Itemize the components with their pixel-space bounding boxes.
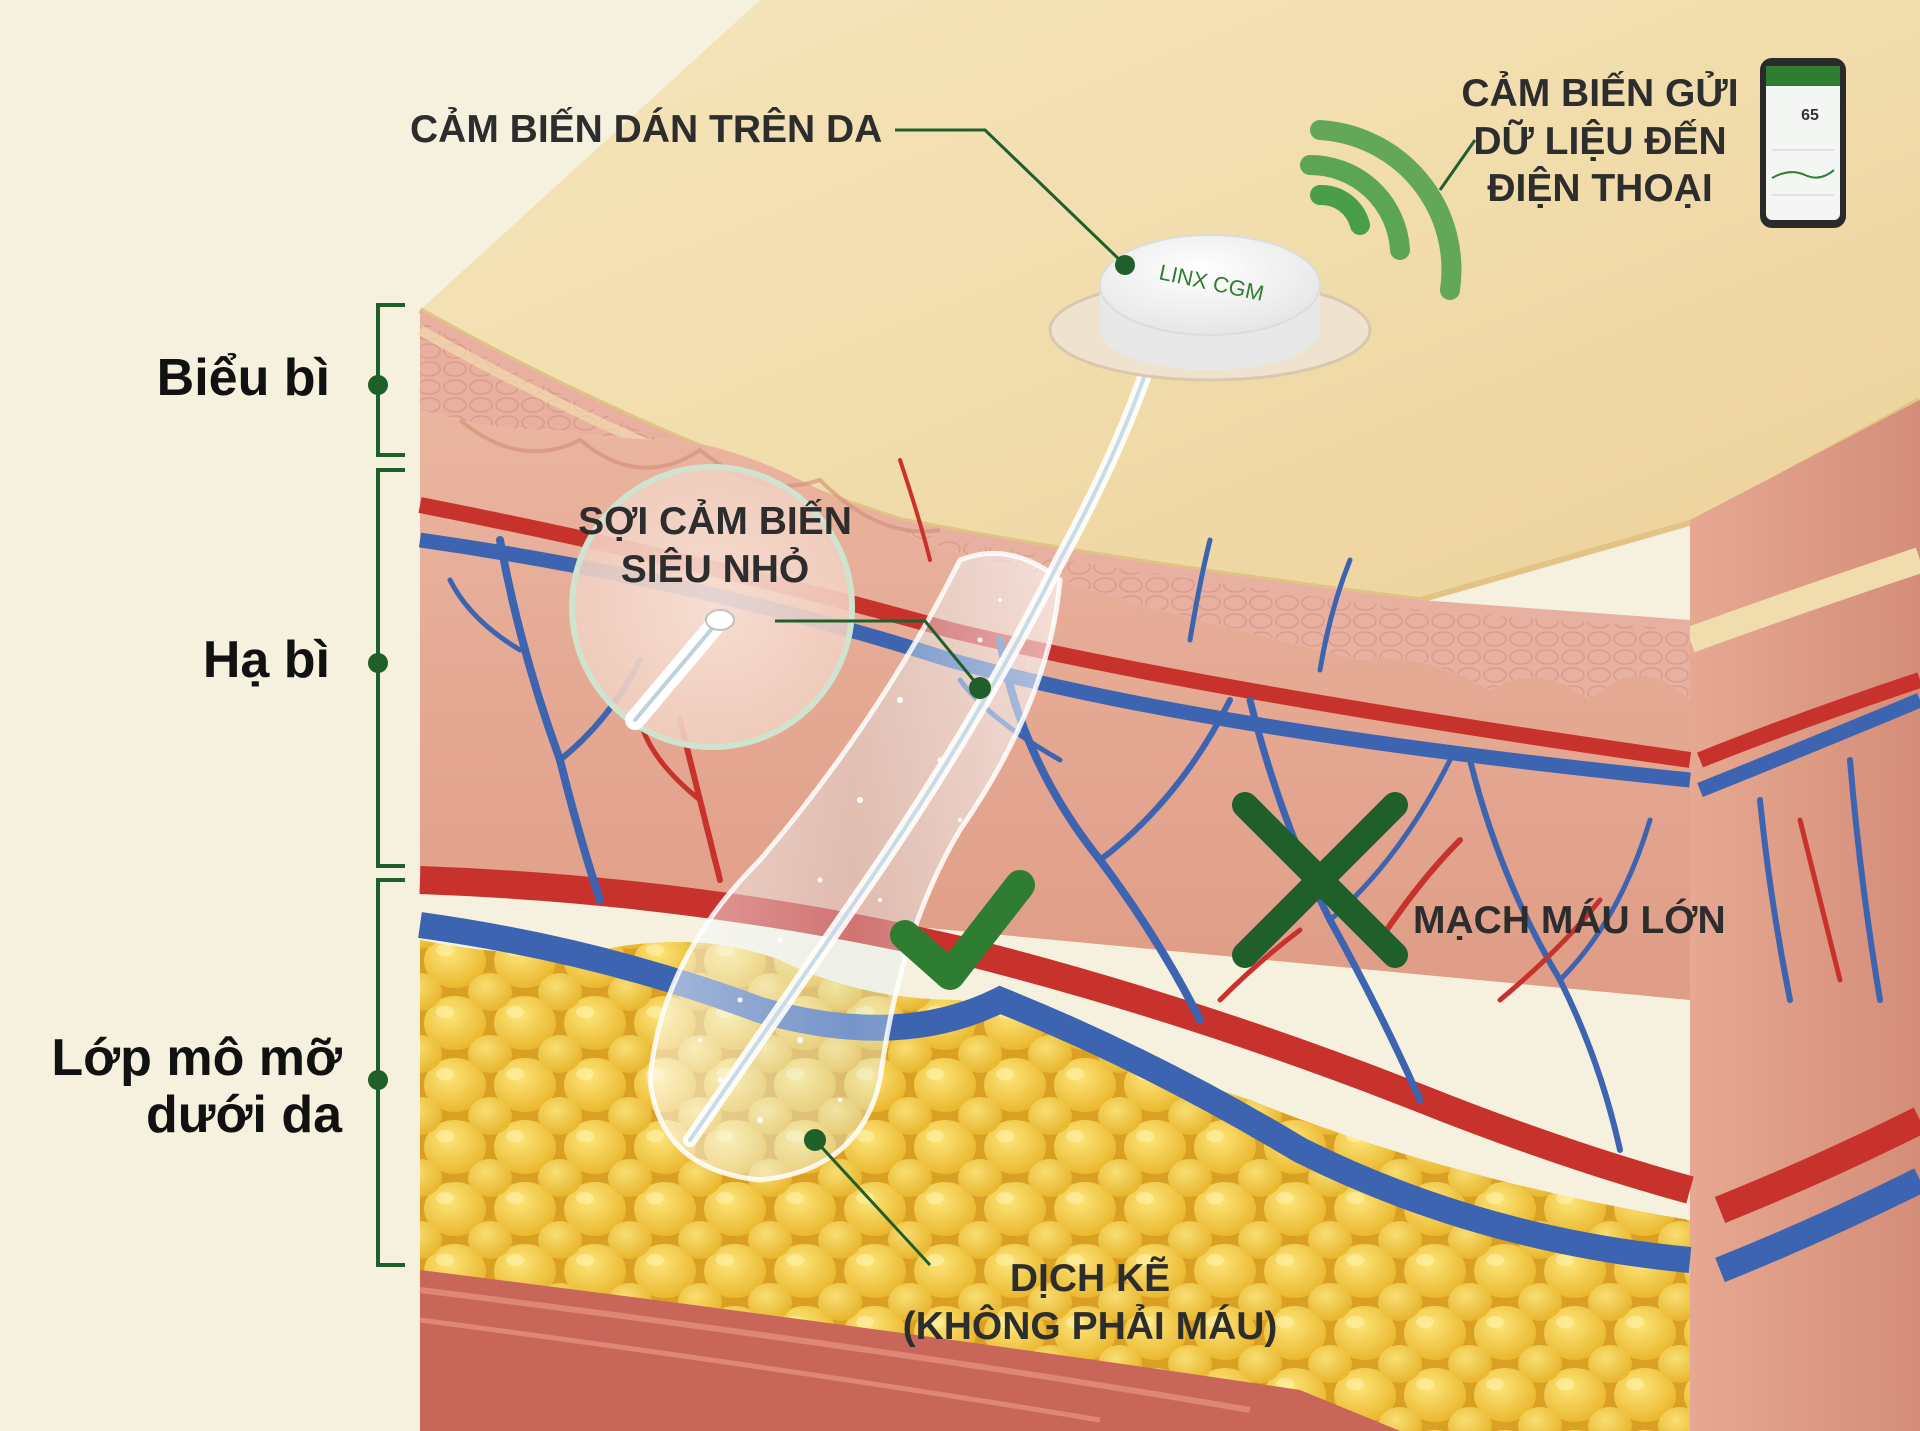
phone-leader [1438,139,1477,191]
dermis-label: Hạ bì [202,631,330,689]
epidermis-label: Biểu bì [156,349,330,407]
subcutaneous-label-line1: Lớp mô mỡ [51,1029,342,1087]
cross-icon [1232,792,1408,968]
sensor-patch-leader [895,128,1127,267]
fluid-leader [813,1138,932,1267]
filament-callout: SỢI CẢM BIẾN SIÊU NHỎ [560,498,870,593]
phone-callout-line1: CẢM BIẾN GỬI [1461,72,1739,115]
check-icon [890,870,1035,990]
filament-zoom-lens [569,464,855,750]
fluid-callout-line1: DỊCH KẼ [1009,1257,1171,1300]
large-vessels-callout: MẠCH MÁU LỚN [1413,899,1726,942]
filament-leader [775,619,982,689]
subcutaneous-label: Lớp mô mỡ dưới da [51,1029,342,1145]
fluid-callout-line2: (KHÔNG PHẢI MÁU) [902,1304,1278,1348]
phone-callout: CẢM BIẾN GỬI DỮ LIỆU ĐẾN ĐIỆN THOẠI [1455,70,1745,213]
wireless-signal-icon [1300,120,1462,300]
interstitial-fluid-callout: DỊCH KẼ (KHÔNG PHẢI MÁU) [895,1255,1285,1350]
phone-callout-line3: ĐIỆN THOẠI [1487,167,1713,211]
filament-callout-line1: SỢI CẢM BIẾN [578,500,852,543]
subcutaneous-label-line2: dưới da [146,1086,342,1145]
filament-callout-line2: SIÊU NHỎ [620,547,810,591]
phone-glucose-reading: 65 [1801,107,1819,124]
smartphone-icon: 65 [1760,58,1846,228]
phone-callout-line2: DỮ LIỆU ĐẾN [1473,119,1727,163]
sensor-patch-callout: CẢM BIẾN DÁN TRÊN DA [410,108,883,151]
